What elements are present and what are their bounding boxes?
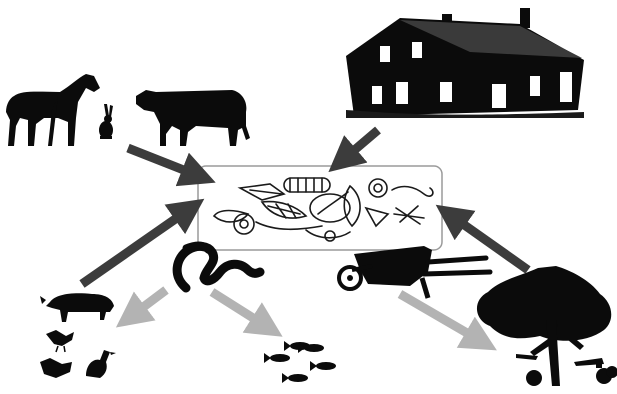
rabbit-icon [99, 104, 113, 139]
horse-icon [6, 74, 100, 146]
fish-icon [264, 341, 336, 383]
chicken-duck-icon [40, 330, 116, 378]
pig-icon [40, 293, 114, 322]
fruit-tree-icon [477, 266, 617, 386]
arrow-cow-to-compost [128, 148, 204, 178]
arrow-barn-to-compost [338, 130, 378, 164]
arrow-worm-to-poultry [126, 290, 166, 320]
compost-box [198, 166, 442, 250]
barn-icon [346, 8, 584, 118]
earthworm-icon [177, 245, 260, 288]
cow-icon [136, 90, 250, 146]
wheelbarrow-icon [339, 246, 490, 298]
arrow-worm-to-fish [212, 292, 272, 330]
arrow-wheelbarrow-to-tree [400, 294, 486, 344]
